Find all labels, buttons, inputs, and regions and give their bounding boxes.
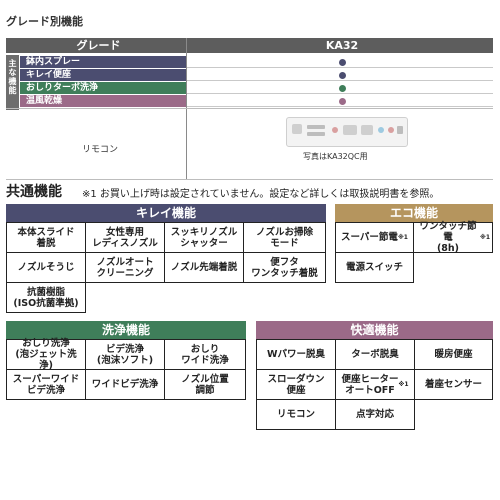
washing-group-header: 洗浄機能 — [6, 321, 246, 339]
available-dot-icon — [339, 98, 346, 105]
main-features-side-label: 主な機能 — [6, 55, 19, 110]
feature-cell: ターボ脱臭 — [335, 339, 415, 370]
feature-cell: 便フタ ワンタッチ着脱 — [243, 252, 326, 283]
feature-availability-cell — [187, 95, 493, 107]
feature-cell: おしり ワイド洗浄 — [164, 339, 246, 370]
available-dot-icon — [339, 59, 346, 66]
feature-cell: 電源スイッチ — [335, 252, 414, 283]
section-title: グレード別機能 — [6, 15, 83, 28]
table-divider — [186, 38, 187, 180]
feature-cell: ワンタッチ節電 (8h)※1 — [413, 221, 493, 254]
footnote: ※1 お買い上げ時は設定されていません。設定など詳しくは取扱説明書を参照。 — [82, 189, 440, 200]
feature-cell: ノズル位置 調節 — [164, 369, 246, 400]
grade-table-header: グレード KA32 — [6, 38, 493, 53]
feature-cell: 本体スライド 着脱 — [6, 222, 86, 253]
feature-row-label: おしりターボ洗浄 — [20, 82, 186, 94]
feature-row-label: 温風乾燥 — [20, 95, 186, 107]
feature-cell: スローダウン 便座 — [256, 369, 336, 400]
common-features-title: 共通機能 — [6, 184, 62, 200]
remote-caption: 写真はKA32QC用 — [303, 152, 368, 161]
remote-row-label: リモコン — [82, 145, 119, 155]
feature-cell: スーパー節電※1 — [335, 222, 414, 253]
feature-cell: スーパーワイド ビデ洗浄 — [6, 369, 86, 400]
feature-cell: Wパワー脱臭 — [256, 339, 336, 370]
feature-row-label: キレイ便座 — [20, 69, 186, 81]
available-dot-icon — [339, 85, 346, 92]
feature-cell: ノズル先端着脱 — [164, 252, 244, 283]
feature-cell: ノズルお掃除 モード — [243, 222, 326, 253]
eco-group-header: エコ機能 — [335, 204, 493, 222]
feature-cell: 点字対応 — [335, 399, 415, 430]
feature-cell: スッキリノズル シャッター — [164, 222, 244, 253]
feature-cell: 女性専用 レディスノズル — [85, 222, 165, 253]
available-dot-icon — [339, 72, 346, 79]
feature-availability-cell — [187, 56, 493, 68]
feature-cell: 便座ヒーター オートOFF※1 — [335, 369, 415, 400]
feature-cell: 抗菌樹脂 (ISO抗菌準拠) — [6, 282, 86, 313]
feature-availability-cell — [187, 82, 493, 94]
feature-availability-cell — [187, 69, 493, 81]
feature-cell: ノズルオート クリーニング — [85, 252, 165, 283]
feature-cell: 暖房便座 — [414, 339, 493, 370]
comfort-group-header: 快適機能 — [256, 321, 493, 339]
feature-cell: ノズルそうじ — [6, 252, 86, 283]
feature-row-label: 鉢内スプレー — [20, 56, 186, 68]
feature-cell: おしり洗浄 (泡ジェット洗浄) — [6, 338, 86, 371]
model-header-label: KA32 — [325, 39, 359, 52]
feature-cell: ワイドビデ洗浄 — [85, 369, 165, 400]
kirei-group-header: キレイ機能 — [6, 204, 326, 222]
table-divider — [6, 179, 493, 180]
feature-cell: ビデ洗浄 (泡沫ソフト) — [85, 339, 165, 370]
feature-cell: 着座センサー — [414, 369, 493, 400]
remote-control-image — [286, 117, 408, 147]
feature-cell: リモコン — [256, 399, 336, 430]
table-divider — [6, 108, 493, 109]
grade-header-label: グレード — [76, 39, 121, 52]
